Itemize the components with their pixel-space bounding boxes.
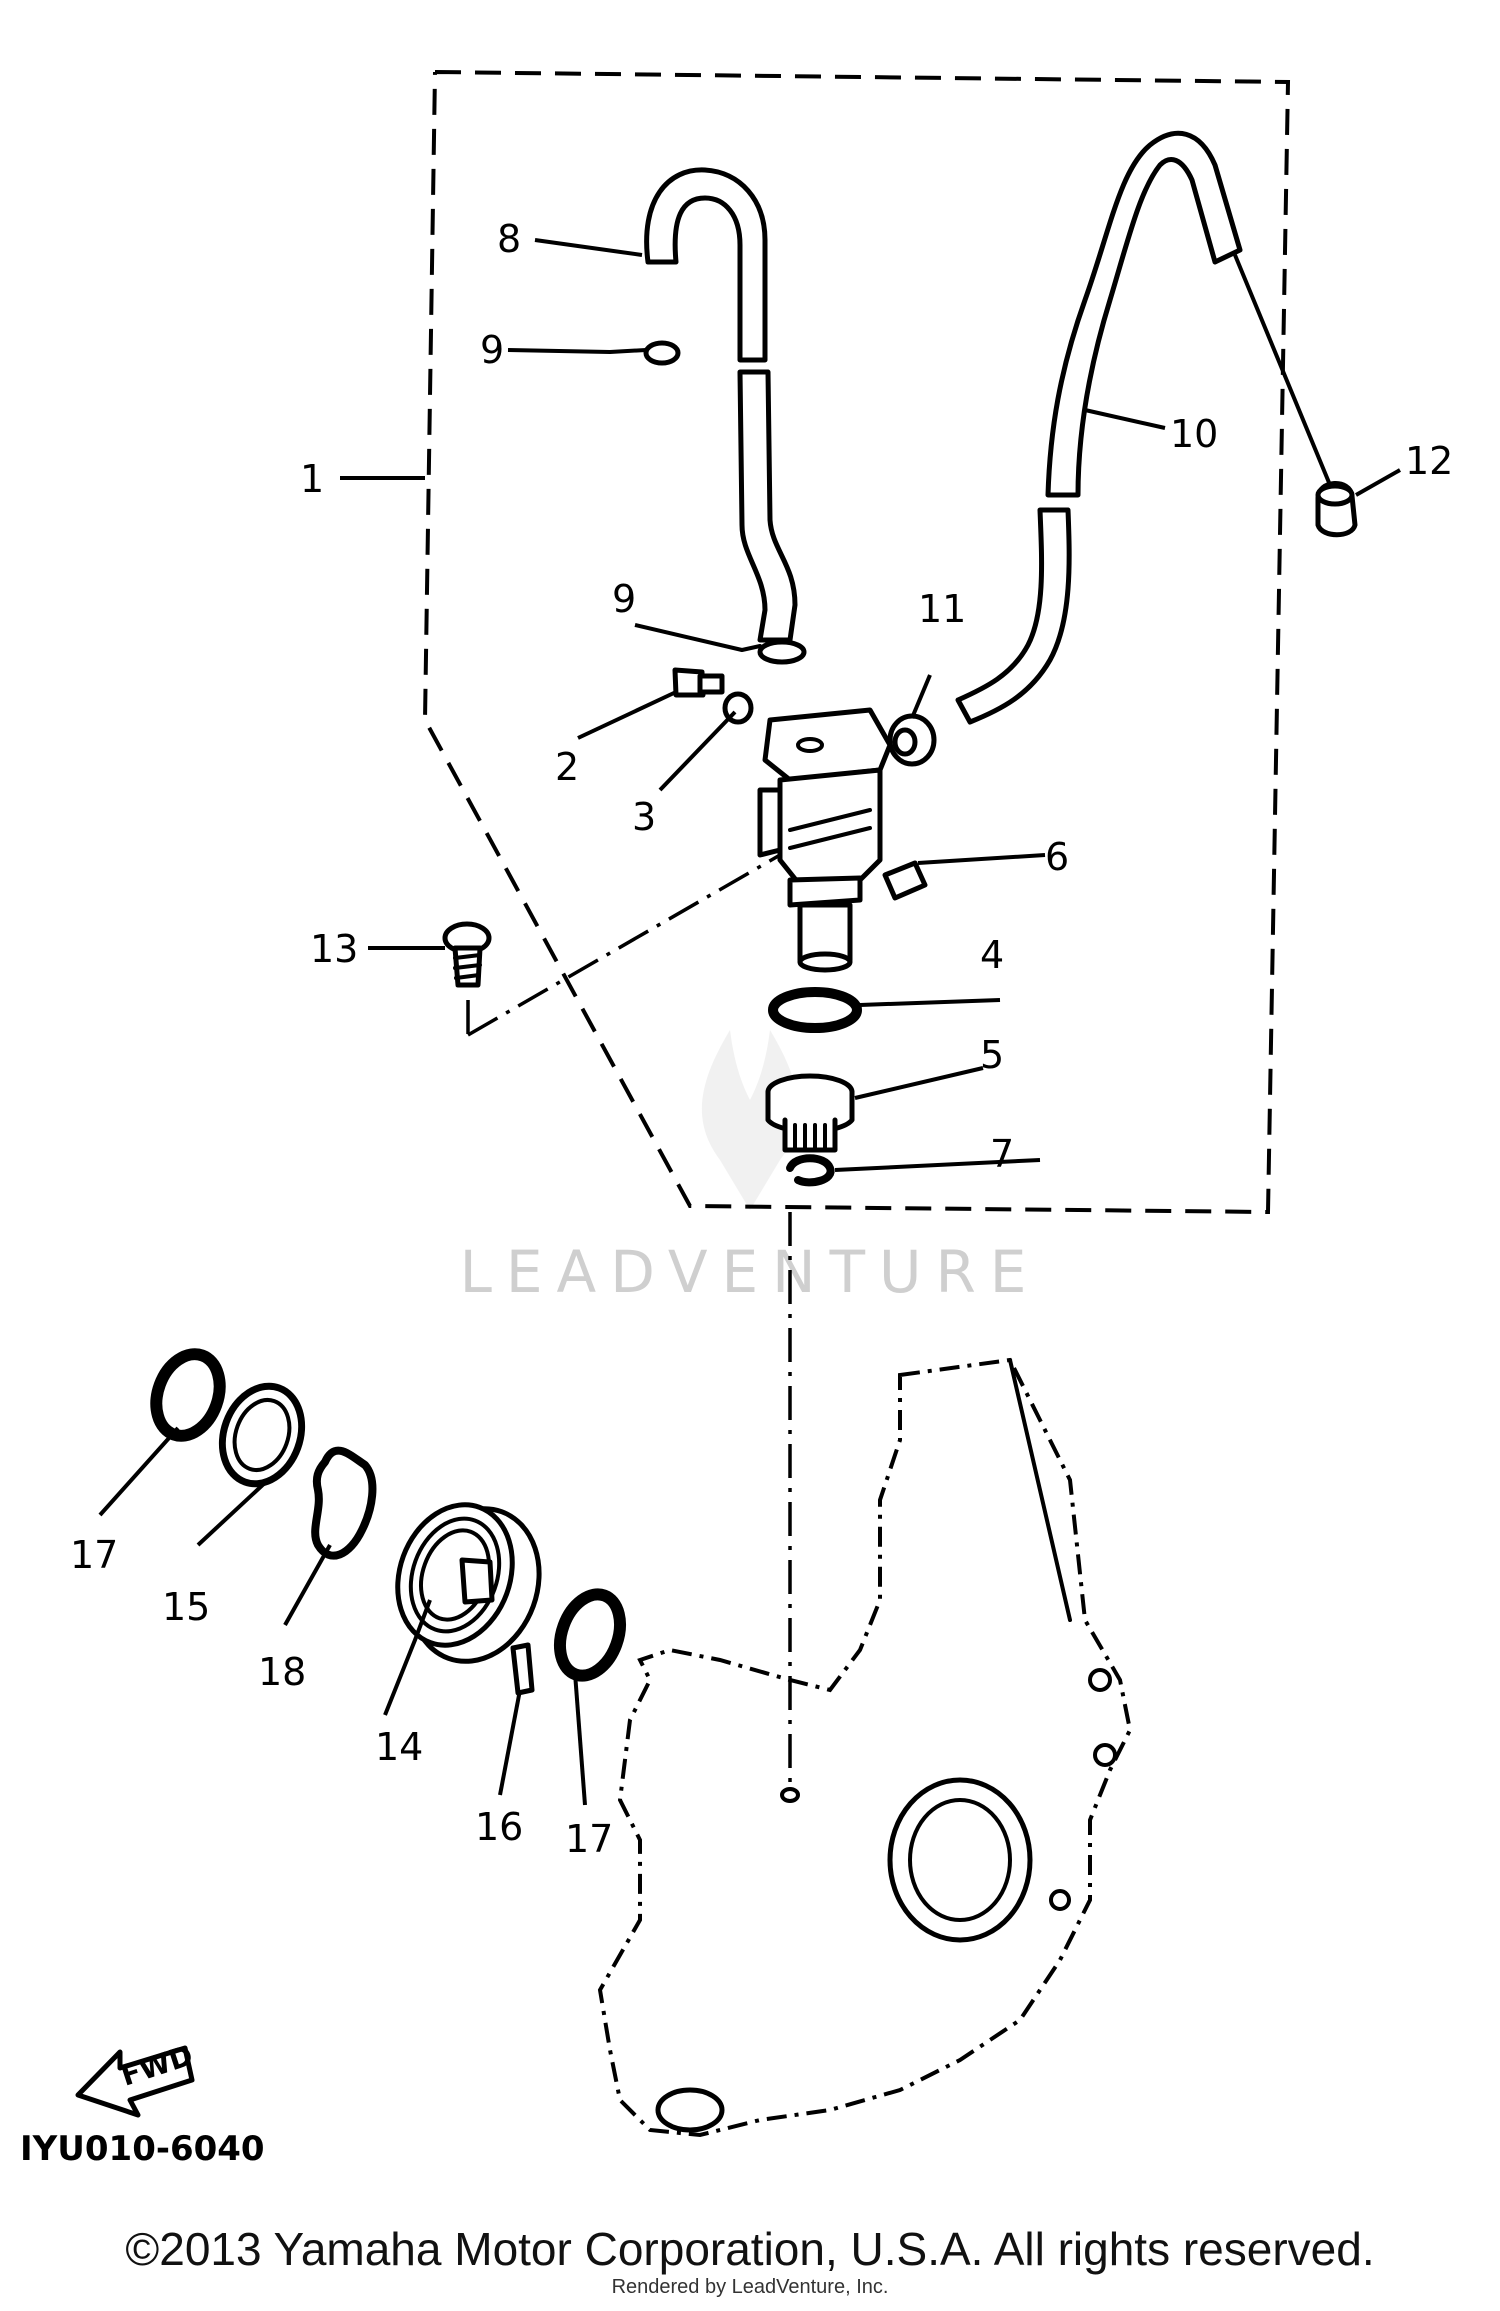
callout-10: 10 xyxy=(1170,412,1218,456)
hose-8 xyxy=(644,167,768,363)
callouts: 1 2 3 4 5 6 7 8 9 9 10 11 12 13 14 15 16… xyxy=(70,217,1453,1861)
seal-17-right xyxy=(554,1588,626,1682)
leader-lines xyxy=(98,238,1401,1806)
callout-18: 18 xyxy=(258,1650,306,1694)
washer-15 xyxy=(218,1382,306,1488)
crankcase-cover xyxy=(597,1357,1133,2138)
diagram-code: IYU010-6040 xyxy=(20,2129,265,2169)
fitting-11 xyxy=(887,713,937,767)
callout-17a: 17 xyxy=(70,1533,118,1577)
alignment-line-screw xyxy=(467,853,781,1037)
oil-pump-body xyxy=(757,707,893,973)
callout-5: 5 xyxy=(980,1033,1004,1077)
callout-2: 2 xyxy=(555,745,579,789)
callout-16: 16 xyxy=(475,1805,523,1849)
callout-15: 15 xyxy=(162,1585,210,1629)
clip-9-lower xyxy=(740,639,807,665)
washer-15-inner xyxy=(232,1398,292,1472)
callout-11: 11 xyxy=(918,587,966,631)
hose-10-lower xyxy=(955,507,1072,725)
copyright-notice: ©2013 Yamaha Motor Corporation, U.S.A. A… xyxy=(125,2223,1375,2275)
watermark-text: LEADVENTURE xyxy=(460,1238,1041,1306)
callout-6: 6 xyxy=(1045,835,1069,879)
callout-9b: 9 xyxy=(612,577,636,621)
callout-12: 12 xyxy=(1405,439,1453,483)
gasket-18 xyxy=(311,1446,377,1560)
clip-9-upper xyxy=(608,340,681,366)
hose-8-lower xyxy=(737,369,798,643)
clip-7 xyxy=(786,1154,835,1187)
gear-5 xyxy=(765,1073,855,1153)
seal-17-left xyxy=(150,1348,226,1442)
screw-13 xyxy=(442,921,492,988)
callout-3: 3 xyxy=(632,795,656,839)
o-ring-4 xyxy=(768,987,862,1033)
screw-2 xyxy=(672,667,725,698)
hose-10 xyxy=(1045,130,1243,498)
callout-9a: 9 xyxy=(480,328,504,372)
watermark-logo xyxy=(701,1030,799,1210)
fwd-arrow: FWD xyxy=(75,2039,197,2118)
callout-17b: 17 xyxy=(565,1817,613,1861)
leader-12-hose xyxy=(1233,254,1332,486)
callout-7: 7 xyxy=(990,1132,1014,1176)
pin-16 xyxy=(510,1642,535,1696)
cap-12 xyxy=(1315,481,1358,538)
pin-6 xyxy=(882,860,928,901)
pulley-14 xyxy=(395,1502,542,1664)
rendered-by-notice: Rendered by LeadVenture, Inc. xyxy=(611,2276,889,2298)
callout-4: 4 xyxy=(980,933,1004,977)
assembly-boundary xyxy=(422,70,1291,1215)
callout-14: 14 xyxy=(375,1725,423,1769)
callout-8: 8 xyxy=(497,217,521,261)
callout-1: 1 xyxy=(300,457,324,501)
callout-13: 13 xyxy=(310,927,358,971)
